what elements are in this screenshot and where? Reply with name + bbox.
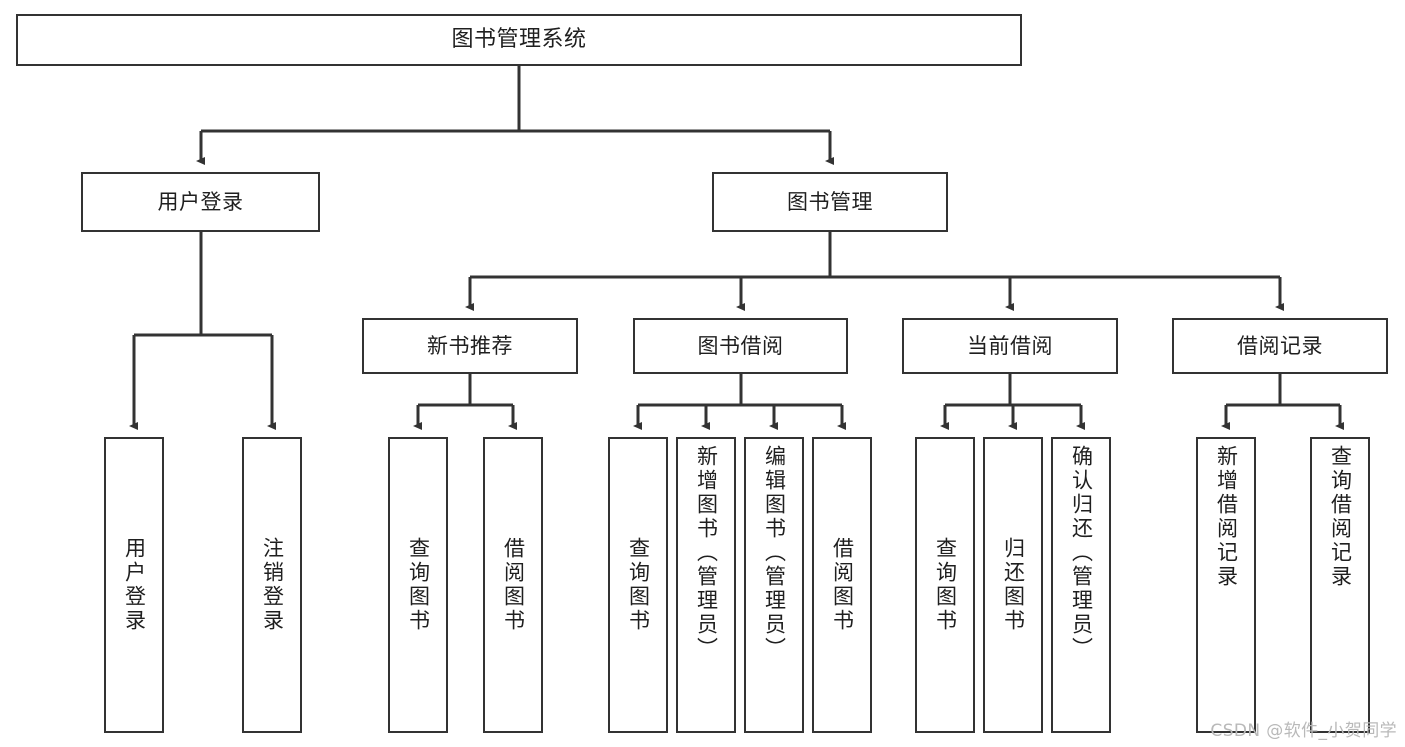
node-leaf4[interactable]: 借阅图书 (483, 437, 543, 733)
node-leaf10[interactable]: 归还图书 (983, 437, 1043, 733)
node-leaf3[interactable]: 查询图书 (388, 437, 448, 733)
node-label: 查询借阅记录 (1328, 445, 1353, 589)
node-borrow[interactable]: 图书借阅 (633, 318, 848, 374)
node-label: 归还图书 (1001, 537, 1026, 633)
node-label: 查询图书 (406, 537, 431, 633)
node-label: 用户登录 (157, 189, 244, 214)
node-label: 新增图书（管理员） (694, 445, 719, 661)
node-label: 借阅图书 (830, 537, 855, 633)
node-records[interactable]: 借阅记录 (1172, 318, 1388, 374)
node-label: 新书推荐 (427, 333, 513, 358)
node-label: 借阅记录 (1237, 333, 1323, 358)
node-bookmgmt[interactable]: 图书管理 (712, 172, 948, 232)
node-leaf8[interactable]: 借阅图书 (812, 437, 872, 733)
node-leaf5[interactable]: 查询图书 (608, 437, 668, 733)
node-label: 图书管理系统 (451, 27, 587, 53)
node-leaf9[interactable]: 查询图书 (915, 437, 975, 733)
node-label: 确认归还（管理员） (1069, 445, 1094, 661)
node-leaf2[interactable]: 注销登录 (242, 437, 302, 733)
node-newbook[interactable]: 新书推荐 (362, 318, 578, 374)
node-leaf13[interactable]: 查询借阅记录 (1310, 437, 1370, 733)
watermark: CSDN @软件_小贺同学 (1210, 721, 1397, 741)
node-label: 借阅图书 (501, 537, 526, 633)
node-leaf12[interactable]: 新增借阅记录 (1196, 437, 1256, 733)
node-label: 图书管理 (787, 189, 873, 214)
node-label: 注销登录 (260, 537, 285, 633)
node-leaf1[interactable]: 用户登录 (104, 437, 164, 733)
node-leaf7[interactable]: 编辑图书（管理员） (744, 437, 804, 733)
node-root[interactable]: 图书管理系统 (16, 14, 1022, 66)
node-label: 查询图书 (626, 537, 651, 633)
node-login[interactable]: 用户登录 (81, 172, 320, 232)
node-label: 图书借阅 (697, 333, 784, 358)
node-label: 用户登录 (122, 537, 147, 633)
node-label: 查询图书 (933, 537, 958, 633)
node-label: 新增借阅记录 (1214, 445, 1239, 589)
node-leaf6[interactable]: 新增图书（管理员） (676, 437, 736, 733)
node-label: 编辑图书（管理员） (762, 445, 787, 661)
node-leaf11[interactable]: 确认归还（管理员） (1051, 437, 1111, 733)
node-label: 当前借阅 (967, 333, 1053, 358)
node-current[interactable]: 当前借阅 (902, 318, 1118, 374)
